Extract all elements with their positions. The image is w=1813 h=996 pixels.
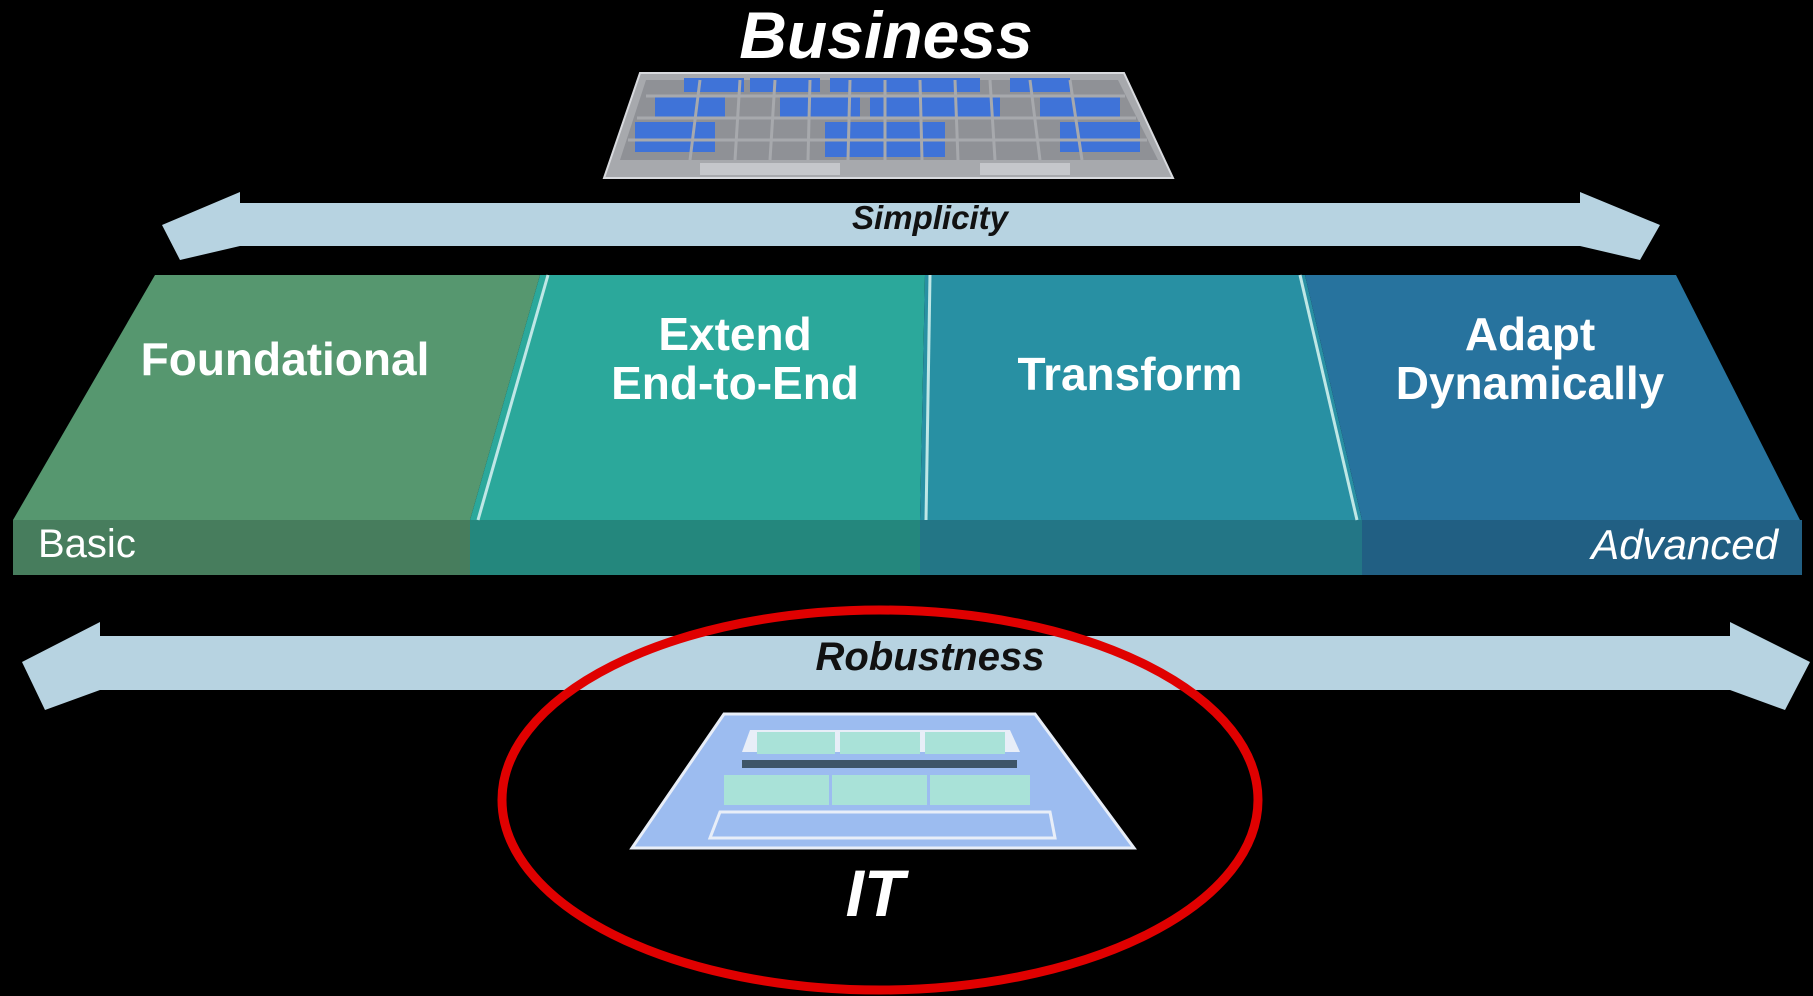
business-title: Business: [739, 0, 1033, 72]
scale-advanced-label: Advanced: [1591, 521, 1778, 568]
maturity-stage-band: [13, 274, 1802, 575]
stage-foundational-block: [13, 275, 540, 520]
it-layer-icon: [629, 712, 1137, 850]
stage-extend-label: Extend End-to-End: [611, 308, 859, 410]
robustness-arrow: [22, 622, 1810, 710]
business-layer-icon: [602, 72, 1175, 179]
scale-basic-label: Basic: [38, 522, 136, 566]
stage-adapt-block: [1305, 275, 1800, 520]
stage-foundational-label: Foundational: [140, 333, 430, 385]
stage-transform-label: Transform: [1017, 348, 1243, 400]
stage-extend-block: [470, 275, 925, 520]
robustness-label: Robustness: [815, 635, 1045, 679]
simplicity-label: Simplicity: [852, 199, 1008, 236]
it-title: IT: [845, 856, 905, 930]
stage-adapt-label: Adapt Dynamically: [1395, 308, 1665, 410]
simplicity-arrow: [162, 192, 1660, 260]
highlight-ellipse: [497, 605, 1263, 995]
stage-transform-block: [920, 275, 1362, 520]
